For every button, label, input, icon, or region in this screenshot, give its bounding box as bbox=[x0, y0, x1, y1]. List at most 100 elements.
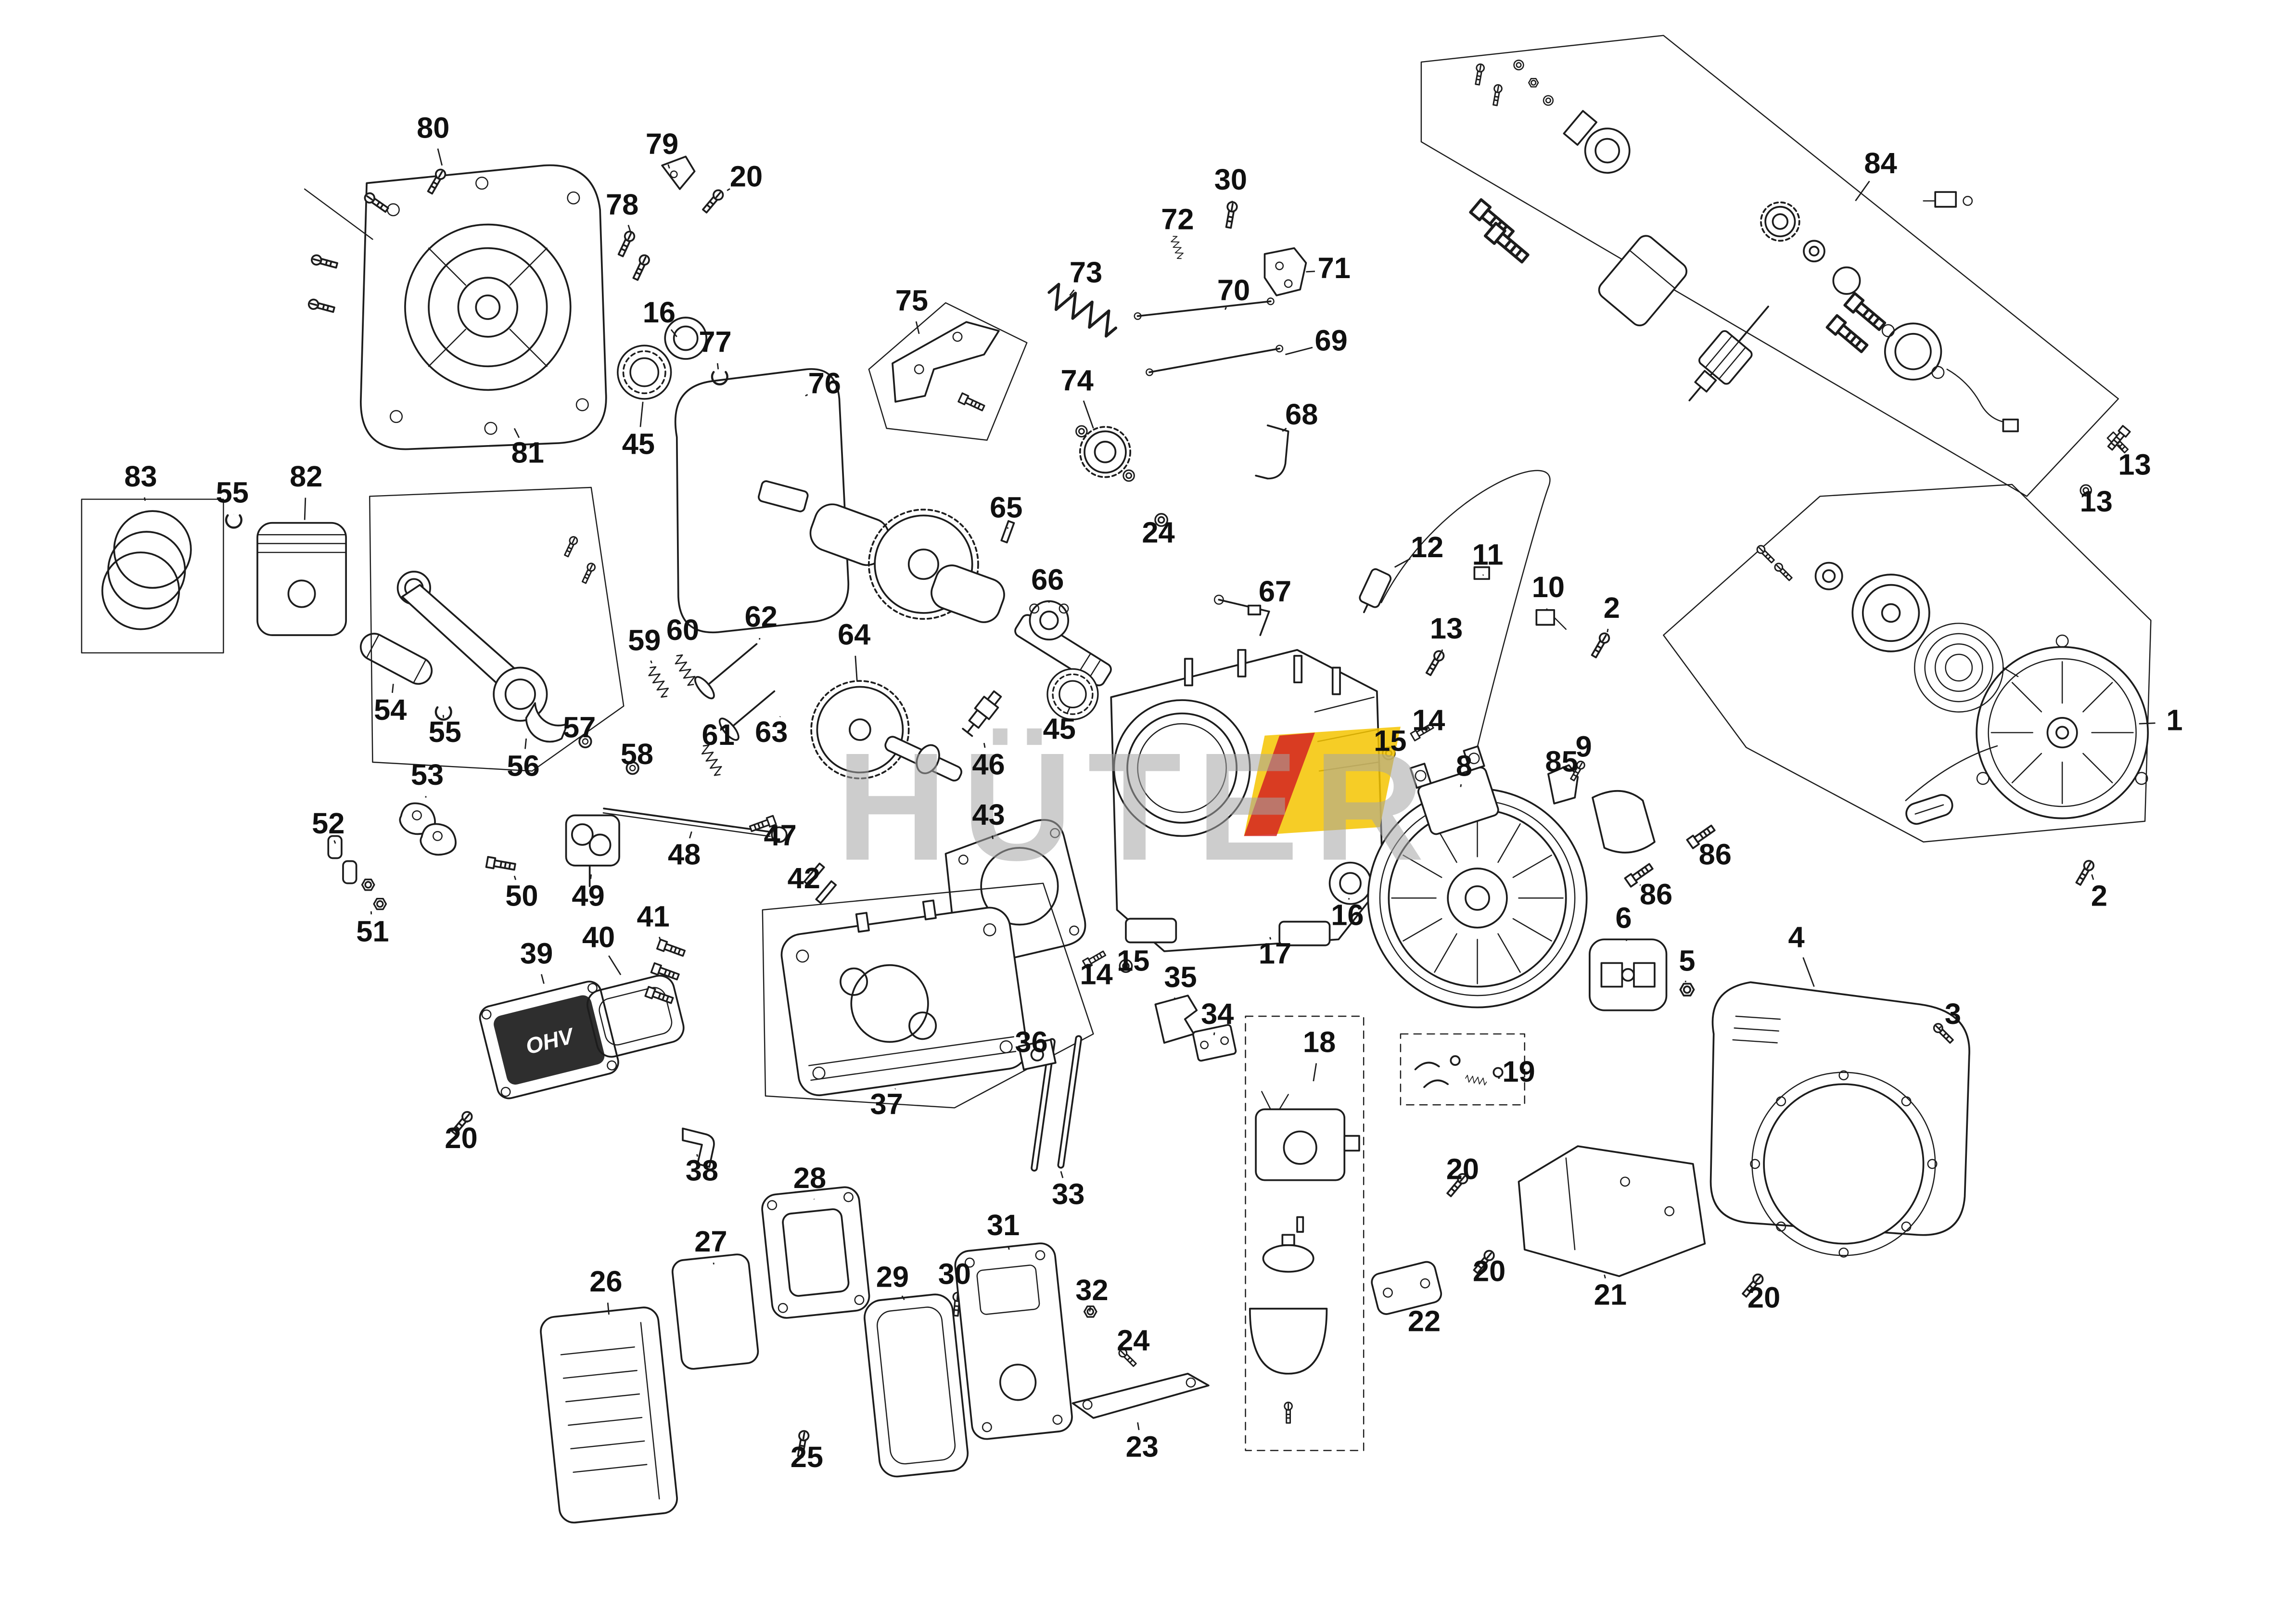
leader-line-79 bbox=[667, 164, 670, 169]
part-number-36: 36 bbox=[1015, 1026, 1047, 1059]
part-number-78: 78 bbox=[606, 188, 638, 221]
part-number-14: 14 bbox=[1080, 958, 1112, 991]
part-number-33: 33 bbox=[1052, 1178, 1084, 1211]
part-number-68: 68 bbox=[1285, 398, 1318, 431]
part-number-10: 10 bbox=[1532, 571, 1565, 604]
part-bearing-45-top bbox=[617, 317, 727, 400]
part-number-15: 15 bbox=[1374, 724, 1406, 757]
part-crankcase-cover bbox=[304, 164, 607, 450]
part-number-24: 24 bbox=[1142, 516, 1174, 549]
part-number-31: 31 bbox=[987, 1209, 1020, 1242]
part-number-48: 48 bbox=[668, 838, 701, 871]
brand-watermark: HÜTER bbox=[836, 721, 1424, 893]
leader-line-50 bbox=[513, 875, 517, 880]
leader-line-80 bbox=[437, 148, 443, 166]
part-number-13: 13 bbox=[2080, 485, 2113, 518]
part-number-46: 46 bbox=[972, 748, 1005, 781]
leader-line-59 bbox=[650, 660, 652, 664]
part-number-6: 6 bbox=[1615, 902, 1632, 935]
part-flywheel-fan bbox=[1367, 788, 1588, 1009]
part-number-86: 86 bbox=[1699, 838, 1732, 871]
part-number-4: 4 bbox=[1788, 921, 1805, 954]
leader-line-21 bbox=[1604, 1274, 1606, 1279]
part-number-55: 55 bbox=[216, 476, 249, 510]
part-number-29: 29 bbox=[876, 1261, 909, 1294]
part-governor-gear-66 bbox=[1029, 600, 1070, 641]
part-number-65: 65 bbox=[990, 491, 1022, 524]
leader-line-37 bbox=[894, 1088, 896, 1090]
leader-line-52 bbox=[333, 840, 336, 844]
leader-line-45 bbox=[1066, 707, 1071, 714]
part-number-80: 80 bbox=[417, 111, 449, 144]
part-number-12: 12 bbox=[1411, 531, 1443, 564]
part-number-20: 20 bbox=[445, 1122, 477, 1155]
part-number-2: 2 bbox=[1604, 591, 1620, 625]
leader-line-84 bbox=[1855, 180, 1870, 202]
leader-line-18 bbox=[1313, 1063, 1317, 1082]
leader-line-74 bbox=[1083, 400, 1094, 429]
part-number-23: 23 bbox=[1126, 1431, 1159, 1464]
part-number-17: 17 bbox=[1259, 937, 1291, 970]
leader-line-29 bbox=[901, 1295, 905, 1301]
brand-flag-red bbox=[1244, 732, 1315, 836]
part-number-81: 81 bbox=[511, 436, 544, 470]
leader-line-16 bbox=[670, 329, 677, 337]
part-flange-nut-5 bbox=[1679, 983, 1695, 997]
leader-line-3 bbox=[1938, 1026, 1942, 1030]
part-number-19: 19 bbox=[1502, 1055, 1535, 1088]
leader-line-69 bbox=[1285, 346, 1313, 356]
part-number-53: 53 bbox=[411, 758, 444, 792]
part-piston-group bbox=[81, 486, 625, 772]
part-muffler-protector-21 bbox=[1444, 1145, 1706, 1278]
part-number-25: 25 bbox=[791, 1441, 823, 1474]
part-starter-cup-6 bbox=[1589, 938, 1668, 1011]
part-number-59: 59 bbox=[628, 624, 661, 657]
part-carburetor-18 bbox=[951, 1015, 1442, 1451]
part-number-35: 35 bbox=[1164, 960, 1197, 994]
leader-line-82 bbox=[304, 498, 306, 520]
part-number-63: 63 bbox=[755, 716, 788, 749]
leader-line-64 bbox=[855, 655, 858, 681]
part-number-13: 13 bbox=[2118, 448, 2151, 481]
part-push-rods-33 bbox=[1018, 995, 1198, 1172]
part-number-83: 83 bbox=[124, 460, 157, 493]
part-number-5: 5 bbox=[1679, 945, 1695, 978]
part-number-20: 20 bbox=[730, 160, 763, 193]
part-number-58: 58 bbox=[621, 738, 653, 771]
part-number-77: 77 bbox=[699, 325, 731, 358]
part-number-67: 67 bbox=[1259, 575, 1291, 608]
leader-line-40 bbox=[608, 955, 622, 975]
part-number-15: 15 bbox=[1117, 945, 1149, 978]
part-ignition-coil-8 bbox=[1359, 470, 1717, 888]
part-number-52: 52 bbox=[312, 807, 344, 840]
part-rocker-arms-53 bbox=[327, 802, 837, 910]
part-number-62: 62 bbox=[745, 600, 778, 633]
part-number-21: 21 bbox=[1594, 1278, 1627, 1311]
part-electric-starter-84 bbox=[1420, 35, 2131, 497]
part-number-40: 40 bbox=[582, 921, 615, 954]
part-number-3: 3 bbox=[1945, 997, 1961, 1031]
part-number-30: 30 bbox=[938, 1257, 971, 1291]
leader-line-75 bbox=[915, 321, 920, 334]
part-number-24: 24 bbox=[1117, 1324, 1149, 1357]
part-number-55: 55 bbox=[429, 716, 461, 749]
part-number-73: 73 bbox=[1070, 256, 1102, 289]
part-number-11: 11 bbox=[1472, 538, 1504, 572]
leader-line-73 bbox=[1069, 289, 1075, 296]
part-recoil-starter-1 bbox=[1663, 431, 2152, 887]
part-fan-cover-4 bbox=[1709, 981, 1970, 1299]
part-ratchet-kit-19 bbox=[1400, 1033, 1526, 1106]
part-number-26: 26 bbox=[589, 1265, 622, 1298]
part-number-1: 1 bbox=[2166, 703, 2182, 737]
part-number-56: 56 bbox=[507, 749, 539, 782]
leader-line-83 bbox=[143, 497, 146, 501]
leader-line-33 bbox=[1060, 1171, 1064, 1178]
part-number-42: 42 bbox=[788, 862, 820, 895]
part-number-9: 9 bbox=[1575, 730, 1592, 764]
part-number-69: 69 bbox=[1315, 324, 1348, 357]
leader-line-56 bbox=[524, 738, 527, 749]
part-number-84: 84 bbox=[1864, 147, 1897, 180]
part-crankshaft bbox=[758, 480, 1112, 720]
